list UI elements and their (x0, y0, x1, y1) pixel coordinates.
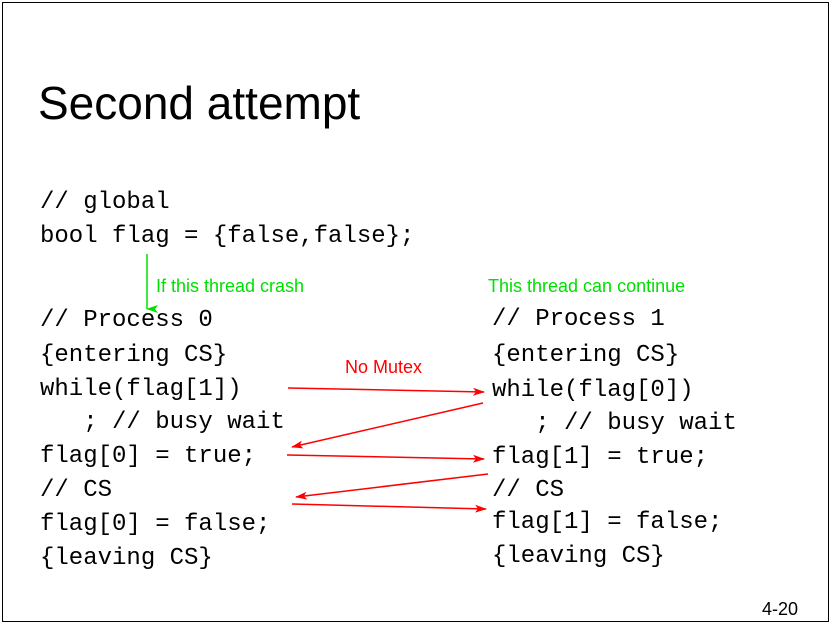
arrow-flag1-true-to-cs (295, 473, 489, 500)
p0-line-entering: {entering CS} (40, 342, 228, 369)
global-comment: // global (40, 189, 170, 216)
p0-line-cs: // CS (40, 477, 113, 504)
arrow-flag0-true-to-flag1-true (286, 454, 485, 463)
p1-line-busy-wait: ; // busy wait (492, 410, 737, 437)
arrow-cs-to-cs (291, 503, 487, 513)
slide-title: Second attempt (38, 77, 361, 129)
p0-line-while: while(flag[1]) (40, 376, 242, 403)
p0-line-set-false: flag[0] = false; (40, 511, 271, 538)
p1-line-while: while(flag[0]) (492, 377, 694, 404)
p0-line-leaving: {leaving CS} (40, 545, 213, 572)
p0-line-set-true: flag[0] = true; (40, 443, 257, 470)
arrow-while-to-while (287, 387, 485, 396)
p1-line-cs: // CS (492, 477, 565, 504)
p1-line-set-true: flag[1] = true; (492, 444, 709, 471)
p1-line-set-false: flag[1] = false; (492, 509, 723, 536)
p1-line-comment: // Process 1 (492, 306, 665, 333)
p1-line-leaving: {leaving CS} (492, 543, 665, 570)
crash-annotation: If this thread crash (156, 276, 305, 296)
global-flag-declaration: bool flag = {false,false}; (40, 223, 415, 250)
continue-annotation: This thread can continue (488, 276, 686, 296)
slide-number: 4-20 (762, 599, 799, 619)
p0-line-comment: // Process 0 (40, 307, 213, 334)
no-mutex-annotation: No Mutex (345, 357, 423, 377)
p0-line-busy-wait: ; // busy wait (40, 409, 285, 436)
arrow-busywait-to-flag0-true (291, 402, 484, 449)
p1-line-entering: {entering CS} (492, 342, 680, 369)
